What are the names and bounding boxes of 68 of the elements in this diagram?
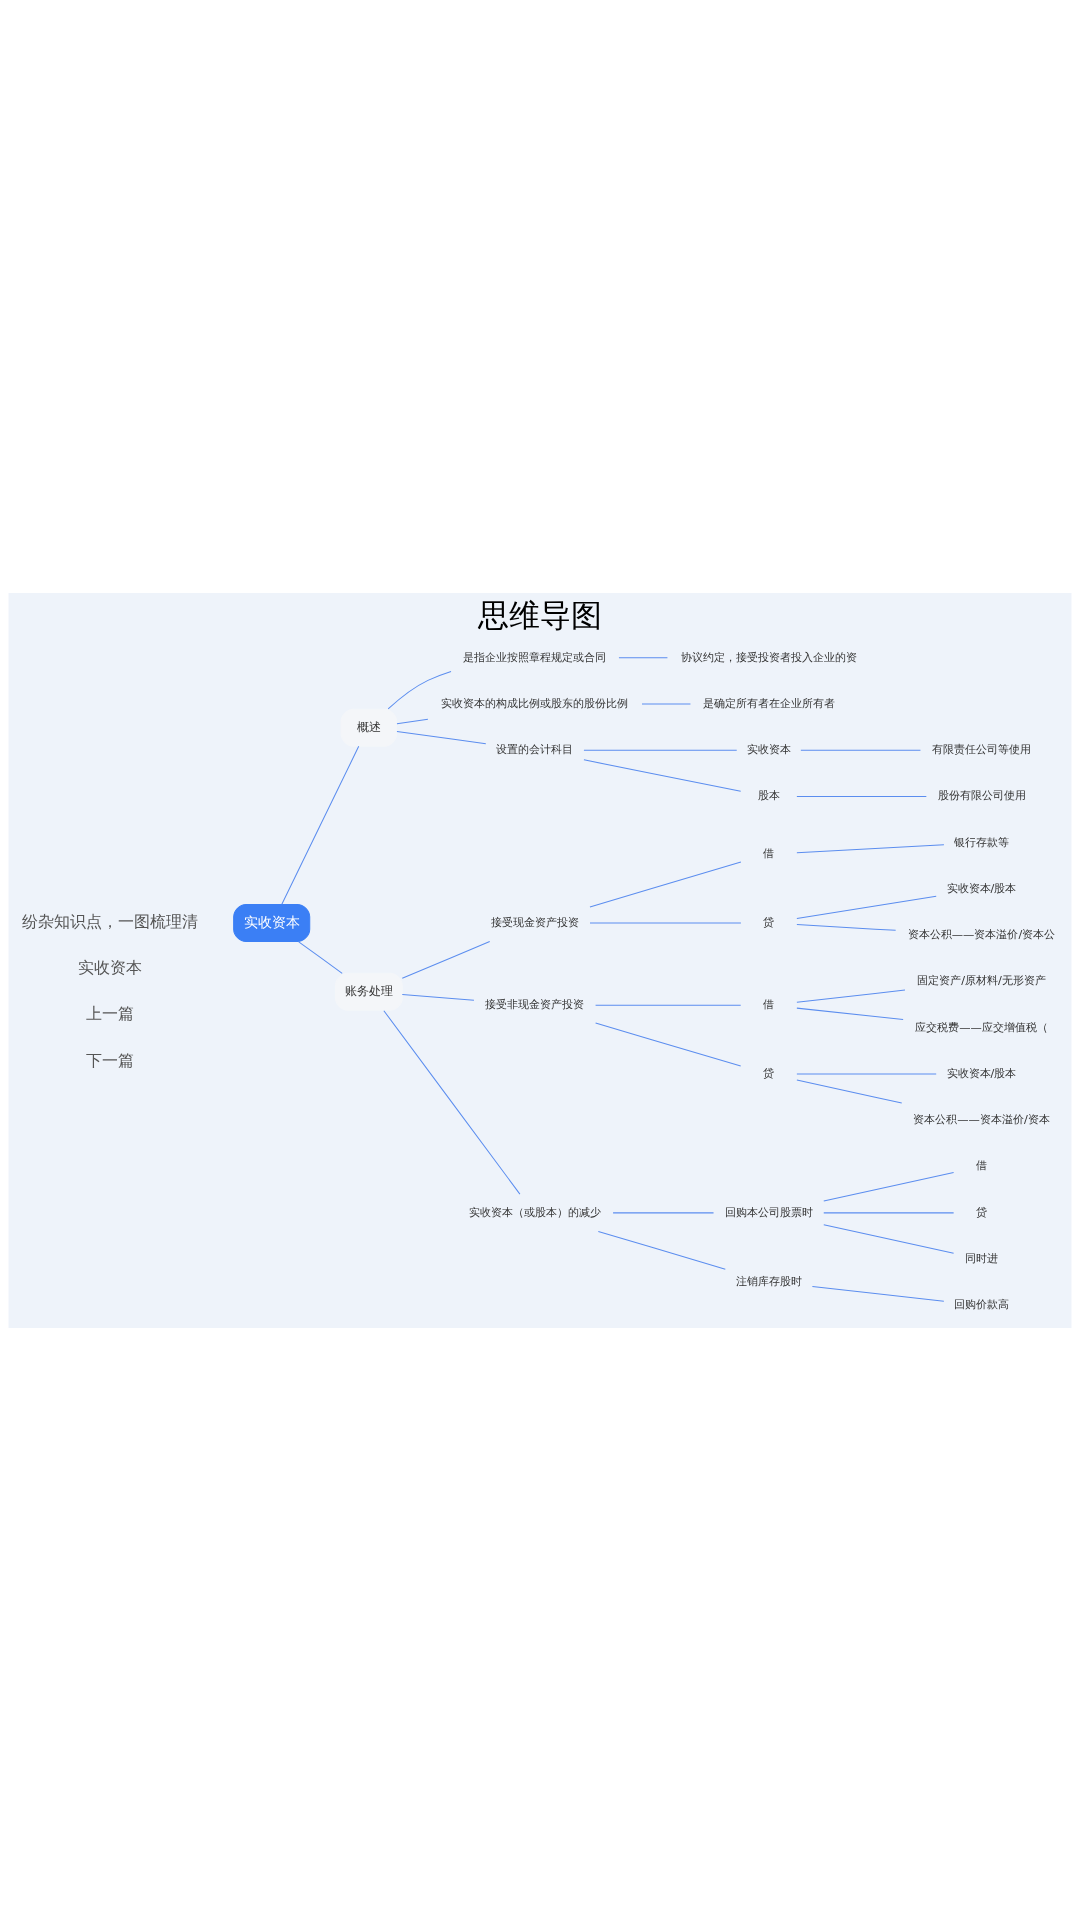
connector bbox=[589, 921, 742, 923]
node-text: 借 bbox=[976, 1158, 988, 1172]
node-box: 实收资本 bbox=[233, 903, 311, 942]
diagram-title: 思维导图 bbox=[478, 596, 602, 633]
label: 下一篇 bbox=[86, 1050, 135, 1070]
label: 上一篇 bbox=[86, 1003, 135, 1023]
node-text: 实收资本/股本 bbox=[946, 881, 1017, 895]
connector bbox=[595, 1021, 742, 1067]
node-box: 账务处理 bbox=[334, 972, 403, 1011]
connector bbox=[796, 1079, 903, 1104]
connector bbox=[281, 745, 360, 905]
node-text: 注销库存股时 bbox=[735, 1274, 802, 1288]
connector bbox=[796, 843, 945, 853]
node-text: 资本公积——资本溢价/资本公 bbox=[907, 927, 1056, 941]
connector bbox=[823, 1223, 955, 1254]
connector bbox=[796, 1007, 904, 1020]
connector bbox=[612, 1211, 715, 1213]
node-text: 贷 bbox=[976, 1205, 988, 1219]
connector bbox=[796, 989, 906, 1003]
connector bbox=[396, 730, 487, 744]
connector bbox=[823, 1211, 955, 1213]
node-text: 同时进 bbox=[965, 1251, 999, 1265]
node-text: 实收资本/股本 bbox=[946, 1066, 1017, 1080]
connector bbox=[800, 749, 921, 751]
connector bbox=[597, 1230, 726, 1270]
node-text: 有限责任公司等使用 bbox=[932, 742, 1032, 756]
node-text: 固定资产/原材料/无形资产 bbox=[917, 973, 1046, 987]
node-text: 贷 bbox=[763, 1066, 775, 1080]
label: 实收资本 bbox=[78, 957, 143, 977]
connector bbox=[618, 656, 668, 658]
node-text: 银行存款等 bbox=[954, 835, 1010, 849]
connector bbox=[823, 1171, 955, 1202]
connector bbox=[796, 1073, 937, 1075]
connector bbox=[796, 895, 937, 919]
node-text: 接受非现金资产投资 bbox=[485, 997, 585, 1011]
connector bbox=[401, 940, 491, 979]
node-text: 应交税费——应交增值税（ bbox=[915, 1020, 1048, 1034]
node-text: 实收资本的构成比例或股东的股份比例 bbox=[441, 696, 629, 710]
node-text: 实收资本（或股本）的减少 bbox=[468, 1205, 601, 1219]
connector bbox=[298, 940, 343, 974]
connector bbox=[811, 1285, 945, 1302]
connector bbox=[583, 749, 738, 751]
connector bbox=[401, 993, 475, 1001]
connector bbox=[595, 1004, 742, 1006]
node-text: 回购本公司股票时 bbox=[724, 1205, 813, 1219]
node-text: 股本 bbox=[757, 788, 780, 802]
node-text: 回购价款高 bbox=[954, 1297, 1010, 1311]
node-text: 是确定所有者在企业所有者 bbox=[702, 696, 835, 710]
node-text: 设置的会计科目 bbox=[496, 742, 574, 756]
node-text: 是指企业按照章程规定或合同 bbox=[463, 650, 607, 664]
connector bbox=[583, 758, 742, 792]
node-text: 资本公积——资本溢价/资本 bbox=[913, 1112, 1050, 1126]
connector bbox=[796, 795, 927, 797]
connector bbox=[641, 703, 691, 705]
node-text: 实收资本 bbox=[746, 742, 791, 756]
node-box: 概述 bbox=[340, 708, 398, 747]
node-text: 接受现金资产投资 bbox=[490, 915, 579, 929]
node-text: 协议约定，接受投资者投入企业的资 bbox=[680, 650, 857, 664]
node-text: 贷 bbox=[763, 915, 775, 929]
node-text: 股份有限公司使用 bbox=[937, 788, 1026, 802]
node-text: 借 bbox=[763, 997, 775, 1011]
node-text: 借 bbox=[763, 846, 775, 860]
connector bbox=[383, 1009, 521, 1195]
connector bbox=[387, 670, 452, 709]
connector bbox=[796, 923, 897, 931]
connector bbox=[396, 718, 429, 724]
connector bbox=[589, 861, 742, 907]
label: 纷杂知识点，一图梳理清 bbox=[22, 911, 199, 931]
